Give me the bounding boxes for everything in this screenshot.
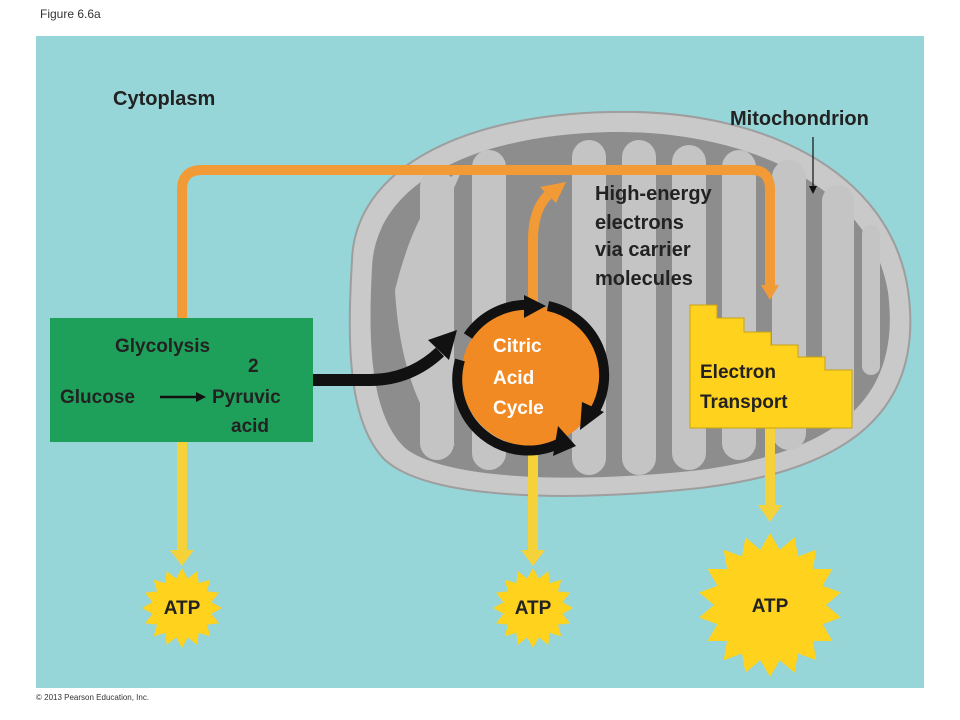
- electron-atp-arrow: [765, 425, 775, 507]
- cycle-arrow-right-head: [580, 402, 604, 430]
- citric-acid-circle: [461, 306, 601, 446]
- transport-label: Transport: [700, 392, 788, 413]
- atp-arrows: [170, 425, 782, 566]
- citric-atp-arrow: [528, 450, 538, 552]
- atp-label-glycolysis: ATP: [164, 598, 201, 619]
- glycolysis-title: Glycolysis: [115, 336, 210, 357]
- citric-electron-arrow: [528, 191, 552, 320]
- citric-label-1: Citric: [493, 336, 542, 357]
- acid-label: acid: [231, 416, 269, 437]
- glycolysis-atp-arrow: [177, 440, 187, 552]
- atp-label-citric: ATP: [515, 598, 552, 619]
- pyruvate-arrow-head: [428, 330, 457, 360]
- electron-label: Electron: [700, 362, 776, 383]
- atp-bursts: ATP ATP ATP: [142, 533, 841, 677]
- atp-burst-citric: [493, 568, 573, 648]
- mitochondrion-pointer-head: [809, 186, 817, 194]
- atp-burst-glycolysis: [142, 568, 222, 648]
- citric-label-3: Cycle: [493, 398, 544, 419]
- copyright: © 2013 Pearson Education, Inc.: [36, 693, 149, 702]
- citric-acid-cycle: Citric Acid Cycle: [452, 295, 610, 456]
- cycle-arrow-right: [546, 301, 610, 415]
- high-energy-label-3: via carrier: [595, 239, 691, 261]
- citric-label-2: Acid: [493, 368, 534, 389]
- citric-electron-arrow-head: [540, 182, 566, 203]
- cytoplasm-label: Cytoplasm: [113, 88, 215, 110]
- electron-transport: Electron Transport: [689, 304, 853, 429]
- mitochondrion-label: Mitochondrion: [730, 108, 869, 130]
- high-energy-label-2: electrons: [595, 212, 684, 234]
- high-energy-label-1: High-energy: [595, 183, 713, 205]
- glycolysis-two: 2: [248, 356, 259, 377]
- cycle-arrow-left-head-2: [553, 426, 576, 456]
- glucose-arrow-head: [196, 392, 206, 402]
- cycle-arrow-top-head: [524, 295, 546, 318]
- figure-label: Figure 6.6a: [40, 7, 101, 21]
- electron-transport-stairs: [689, 304, 853, 429]
- pyruvic-label: Pyruvic: [212, 387, 281, 408]
- high-energy-label-4: molecules: [595, 268, 693, 290]
- citric-atp-arrow-head: [521, 550, 545, 566]
- cycle-arrow-top: [463, 299, 531, 339]
- glycolysis-rect: [50, 318, 313, 442]
- glycolysis-box: Glycolysis 2 Glucose Pyruvic acid: [50, 318, 313, 442]
- glycolysis-electron-arrow: [177, 165, 775, 320]
- cycle-arrow-left: [452, 358, 565, 456]
- glucose-label: Glucose: [60, 387, 135, 408]
- atp-burst-electron: [699, 533, 841, 677]
- pyruvate-arrow: [313, 347, 445, 386]
- electron-arrow-head: [761, 285, 779, 300]
- atp-label-electron: ATP: [752, 596, 789, 617]
- glycolysis-atp-arrow-head: [170, 550, 194, 566]
- electron-atp-arrow-head: [758, 505, 782, 522]
